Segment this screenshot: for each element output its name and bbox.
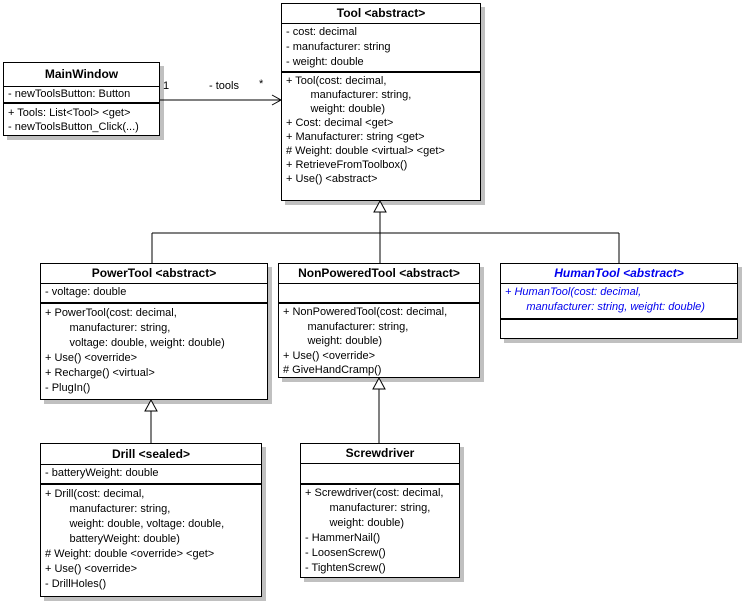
methods-compartment: + Tools: List<Tool> <get> - newToolsButto… [4, 104, 159, 135]
member-line: - batteryWeight: double [45, 467, 159, 479]
open-arrowhead-icon [271, 94, 283, 106]
member-line: manufacturer: string, [45, 503, 171, 515]
class-drill[interactable]: Drill <sealed> - batteryWeight: double +… [40, 443, 262, 597]
attributes-compartment: - cost: decimal - manufacturer: string - w… [282, 24, 480, 73]
member-line: manufacturer: string, [283, 320, 409, 333]
member-line: + Use() <override> [45, 563, 138, 575]
member-line: weight: double) [283, 335, 383, 347]
association-mainwindow-tool [160, 94, 283, 106]
member-line: - voltage: double [45, 286, 127, 298]
member-line: - newToolsButton_Click(...) [8, 121, 139, 133]
member-line: - DrillHoles() [45, 578, 107, 590]
member-line: + NonPoweredTool(cost: decimal, [283, 306, 448, 318]
member-line: weight: double, voltage: double, [45, 518, 225, 530]
member-line: - weight: double [286, 56, 364, 68]
member-line: manufacturer: string, [305, 502, 431, 514]
member-line: + HumanTool(cost: decimal, [505, 286, 642, 298]
class-title: Screwdriver [301, 444, 459, 464]
member-line: + Use() <override> [283, 349, 376, 362]
member-line: batteryWeight: double) [45, 533, 180, 545]
member-line: - newToolsButton: Button [8, 88, 131, 100]
methods-compartment: + HumanTool(cost: decimal, manufacturer:… [501, 284, 737, 320]
hollow-triangle-icon [372, 376, 386, 390]
attributes-compartment [501, 320, 737, 338]
hollow-triangle-icon [144, 398, 158, 412]
methods-compartment: + Screwdriver(cost: decimal, manufacture… [301, 485, 459, 577]
member-line: weight: double) [305, 517, 405, 529]
member-line: - TightenScrew() [305, 562, 386, 574]
member-line: manufacturer: string, [45, 322, 171, 334]
member-line: - PlugIn() [45, 382, 91, 394]
hollow-triangle-icon [373, 199, 387, 213]
generalization-tool-children [151, 199, 620, 263]
multiplicity-target: * [259, 78, 264, 90]
member-line: manufacturer: string, weight: double) [505, 301, 705, 313]
member-line: + Tool(cost: decimal, [286, 75, 387, 87]
member-line: weight: double) [286, 103, 386, 115]
member-line: manufacturer: string, [286, 89, 412, 101]
methods-compartment: + NonPoweredTool(cost: decimal, manufact… [279, 304, 479, 377]
methods-compartment: + Drill(cost: decimal, manufacturer: str… [41, 485, 261, 596]
methods-compartment: + Tool(cost: decimal, manufacturer: stri… [282, 73, 480, 200]
class-screwdriver[interactable]: Screwdriver + Screwdriver(cost: decimal,… [300, 443, 460, 578]
multiplicity-source: 1 [163, 80, 170, 92]
member-line: - LoosenScrew() [305, 547, 386, 559]
member-line: + Tools: List<Tool> <get> [8, 107, 131, 119]
class-title: Drill <sealed> [41, 444, 261, 465]
class-title: NonPoweredTool <abstract> [279, 264, 479, 284]
member-line: + Drill(cost: decimal, [45, 488, 145, 500]
association-name: - tools [209, 80, 239, 92]
member-line: # GiveHandCramp() [283, 364, 382, 376]
member-line: + Screwdriver(cost: decimal, [305, 487, 444, 499]
attributes-compartment: - newToolsButton: Button [4, 87, 159, 104]
class-tool[interactable]: Tool <abstract> - cost: decimal - manufac… [281, 3, 481, 201]
class-title: HumanTool <abstract> [501, 264, 737, 284]
member-line: + Use() <override> [45, 352, 138, 364]
class-nonpoweredtool[interactable]: NonPoweredTool <abstract> + NonPoweredTo… [278, 263, 480, 378]
member-line: + Recharge() <virtual> [45, 367, 155, 379]
class-title: PowerTool <abstract> [41, 264, 267, 284]
member-line: + RetrieveFromToolbox() [286, 159, 408, 171]
attributes-compartment [279, 284, 479, 304]
attributes-compartment [301, 464, 459, 485]
methods-compartment: + PowerTool(cost: decimal, manufacturer:… [41, 304, 267, 399]
class-humantool[interactable]: HumanTool <abstract> + HumanTool(cost: d… [500, 263, 738, 339]
member-line: - HammerNail() [305, 532, 381, 544]
class-mainwindow[interactable]: MainWindow - newToolsButton: Button + To… [3, 62, 160, 136]
member-line: - manufacturer: string [286, 41, 391, 53]
attributes-compartment: - batteryWeight: double [41, 465, 261, 485]
member-line: # Weight: double <virtual> <get> [286, 145, 445, 157]
member-line: + Cost: decimal <get> [286, 117, 394, 129]
member-line: - cost: decimal [286, 26, 357, 38]
member-line: # Weight: double <override> <get> [45, 548, 215, 560]
member-line: + PowerTool(cost: decimal, [45, 307, 177, 319]
class-powertool[interactable]: PowerTool <abstract> - voltage: double +… [40, 263, 268, 400]
member-line: + Use() <abstract> [286, 173, 378, 185]
class-title: MainWindow [4, 63, 159, 87]
attributes-compartment: - voltage: double [41, 284, 267, 304]
class-title: Tool <abstract> [282, 4, 480, 24]
member-line: + Manufacturer: string <get> [286, 131, 425, 143]
member-line: voltage: double, weight: double) [45, 337, 225, 349]
generalization-nonpoweredtool-screwdriver [372, 376, 386, 443]
generalization-powertool-drill [144, 398, 158, 443]
